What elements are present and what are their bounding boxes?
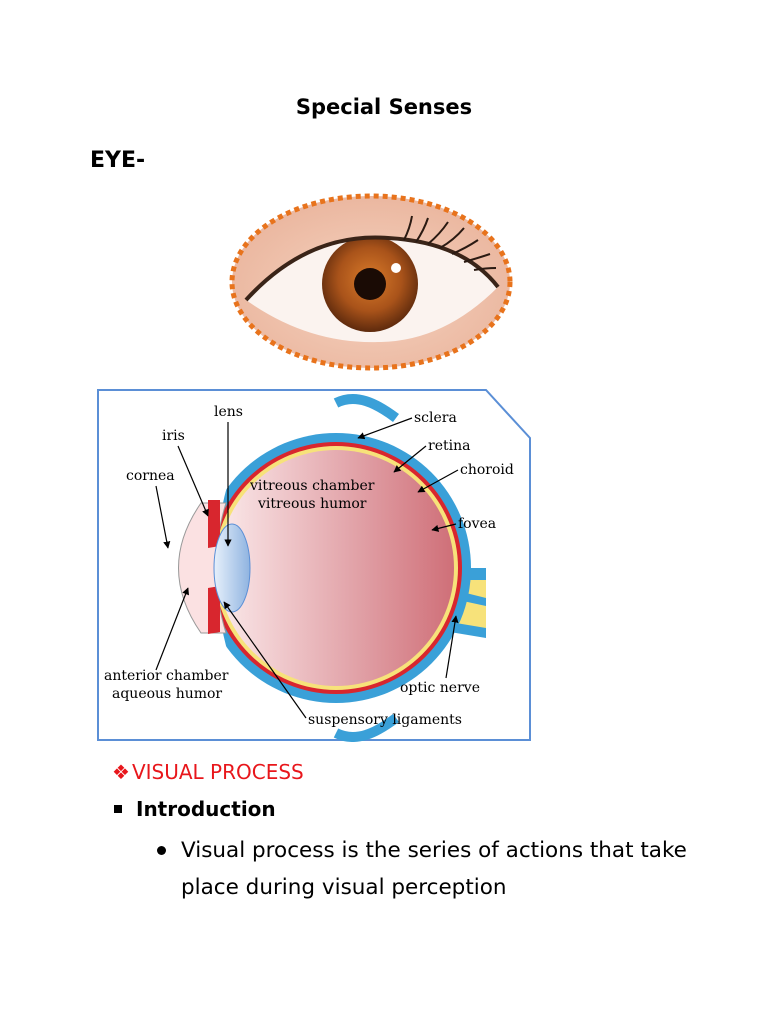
label-optic-nerve: optic nerve (400, 680, 480, 696)
label-suspensory-ligaments: suspensory ligaments (308, 712, 462, 728)
list-item-text: Visual process is the series of actions … (157, 832, 717, 906)
diamond-cluster-icon: ❖ (112, 760, 130, 784)
label-choroid: choroid (460, 462, 514, 478)
section-heading: ❖VISUAL PROCESS (112, 760, 304, 784)
eye-photo (228, 192, 514, 372)
label-aqueous-humor: aqueous humor (112, 686, 222, 702)
round-bullet-icon (157, 846, 166, 855)
page-title: Special Senses (0, 95, 768, 119)
subheading-text: Introduction (136, 797, 276, 821)
eye-anatomy-diagram: lens iris cornea sclera retina choroid v… (96, 388, 534, 742)
label-cornea: cornea (126, 468, 175, 484)
label-vitreous-humor: vitreous humor (257, 496, 367, 512)
label-lens: lens (214, 404, 243, 420)
subheading: Introduction (114, 797, 276, 821)
list-item: Visual process is the series of actions … (157, 832, 717, 906)
label-retina: retina (428, 438, 470, 454)
section-heading-text: VISUAL PROCESS (132, 760, 304, 784)
square-bullet-icon (114, 805, 122, 813)
label-iris: iris (162, 428, 185, 444)
label-anterior-chamber: anterior chamber (104, 668, 229, 684)
label-fovea: fovea (458, 516, 496, 532)
eye-heading: EYE- (90, 148, 145, 173)
label-sclera: sclera (414, 410, 457, 426)
label-vitreous-chamber: vitreous chamber (249, 478, 375, 494)
